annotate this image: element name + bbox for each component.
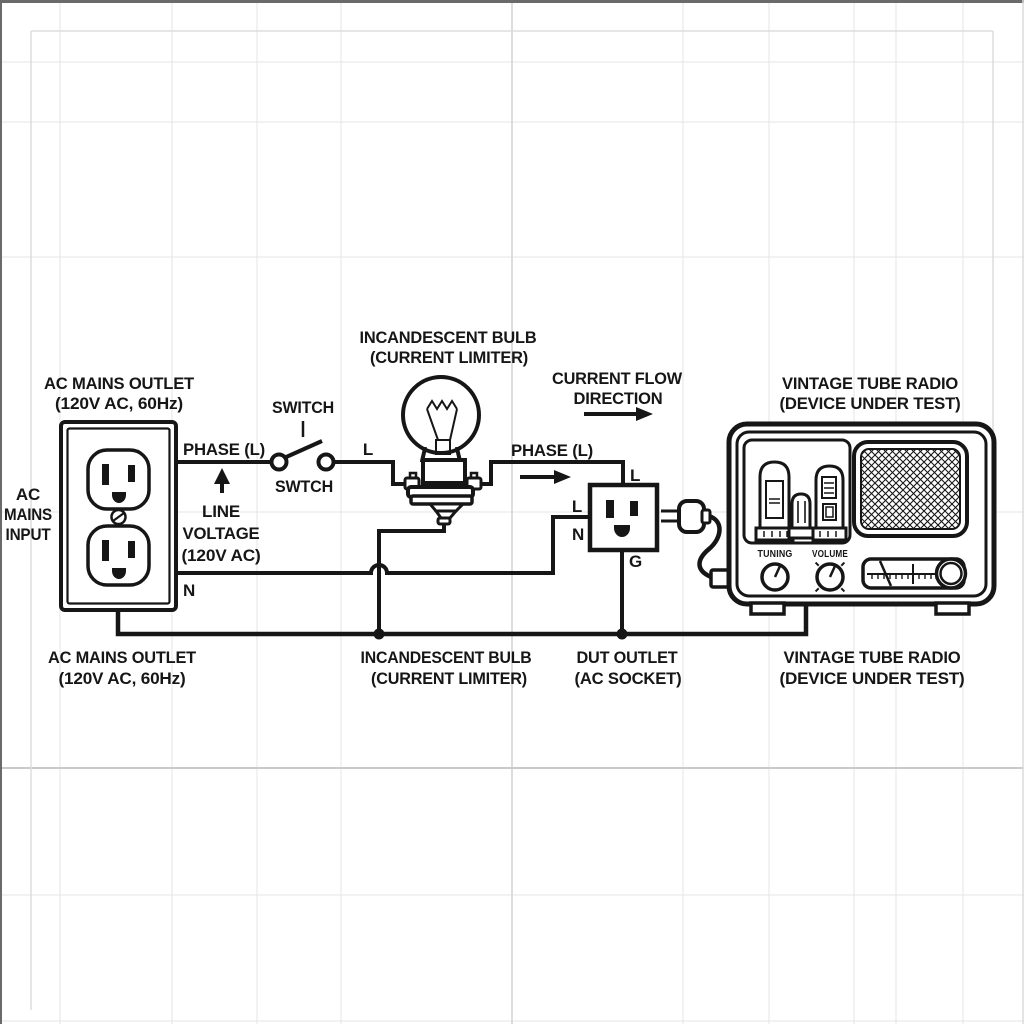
bulb-return-wire: [377, 523, 446, 634]
mains-input-label: AC: [16, 485, 40, 504]
switch-terminal: [269, 452, 289, 472]
line-voltage-label: VOLTAGE: [183, 524, 260, 543]
incandescent-bulb-graphic: [401, 375, 483, 526]
caption-radio: VINTAGE TUBE RADIO: [784, 648, 961, 667]
radio-subtitle: (DEVICE UNDER TEST): [780, 394, 961, 413]
bulb-subtitle: (CURRENT LIMITER): [370, 348, 528, 367]
plug-prongs: [661, 509, 680, 523]
caption-bulb: INCANDESCENT BULB: [361, 648, 532, 667]
vacuum-tube: [787, 492, 815, 540]
speaker-grille: [852, 440, 969, 538]
caption-mains: AC MAINS OUTLET: [48, 648, 197, 667]
dial-needle: [878, 560, 893, 587]
dut-n-left-label: N: [572, 525, 584, 544]
caption-mains: (120V AC, 60Hz): [59, 669, 186, 688]
dut-outlet-graphic: [587, 482, 660, 553]
power-cord: [697, 513, 722, 580]
caption-dut: (AC SOCKET): [575, 669, 682, 688]
tuning-label: TUNING: [758, 549, 793, 560]
phase-left-label: PHASE (L): [183, 440, 265, 459]
vintage-tube-radio-graphic: [726, 421, 997, 616]
bulb-filament: [426, 399, 458, 455]
dut-l-top-label: L: [630, 466, 640, 485]
bottom-bus-wire: [115, 605, 809, 637]
circuit-wires: [115, 460, 809, 640]
plug-and-cord-graphic: [661, 499, 733, 589]
line-voltage-label: LINE: [202, 502, 240, 521]
volume-label: VOLUME: [812, 549, 848, 560]
junction-dot: [373, 628, 385, 640]
bulb-globe: [401, 375, 481, 455]
mains-outlet-title: AC MAINS OUTLET: [44, 374, 195, 393]
line-voltage-label: (120V AC): [182, 546, 261, 565]
line-voltage-up-arrow: [214, 468, 230, 493]
junction-dot: [616, 628, 628, 640]
caption-bulb: (CURRENT LIMITER): [371, 669, 527, 688]
radio-title: VINTAGE TUBE RADIO: [782, 374, 958, 393]
arrows: [214, 407, 653, 493]
current-flow-label: DIRECTION: [574, 389, 663, 408]
mains-input-label: INPUT: [6, 525, 52, 544]
neutral-wire: [176, 515, 589, 575]
radio-foot: [934, 601, 971, 616]
phase-wire-bulb-to-dut: [480, 460, 625, 486]
tube-panel: [742, 438, 852, 545]
switch-label-top: SWITCH: [272, 398, 334, 417]
caption-radio: (DEVICE UNDER TEST): [780, 669, 965, 688]
ac-mains-outlet-graphic: [59, 420, 178, 612]
bulb-title: INCANDESCENT BULB: [360, 328, 537, 347]
switch-graphic: [269, 421, 336, 472]
labels: AC MAINS OUTLET (120V AC, 60Hz) AC MAINS…: [4, 328, 965, 688]
mains-input-label: MAINS: [4, 505, 52, 524]
switch-lever: [283, 439, 323, 460]
radio-foot: [749, 601, 786, 616]
plug-body: [677, 499, 706, 534]
phase-wire-switch-to-bulb: [333, 460, 406, 486]
vacuum-tube: [754, 460, 795, 542]
dut-l-left-label: L: [572, 497, 582, 516]
neutral-label: N: [183, 581, 195, 600]
vacuum-tube: [811, 464, 848, 542]
bulb-socket-collar: [421, 458, 467, 485]
phase-direction-arrow: [520, 470, 571, 484]
current-flow-label: CURRENT FLOW: [552, 369, 683, 388]
mains-outlet-subtitle: (120V AC, 60Hz): [55, 394, 183, 413]
caption-dut: DUT OUTLET: [577, 648, 679, 667]
switch-terminal: [316, 452, 336, 472]
line-l-label: L: [363, 440, 373, 459]
phase-right-label: PHASE (L): [511, 441, 593, 460]
current-flow-arrow: [584, 407, 653, 421]
dut-g-label: G: [629, 552, 642, 571]
switch-label-bottom: SWTCH: [275, 477, 333, 496]
